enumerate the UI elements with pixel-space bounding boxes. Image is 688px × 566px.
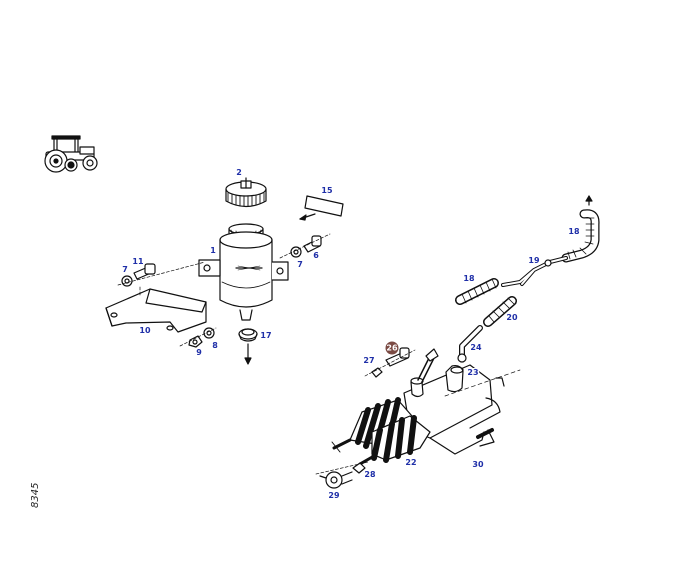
callout-10[interactable]: 10 [138,326,152,336]
hose-assembly [455,195,600,327]
mounting-bracket [105,285,207,333]
reservoir-cap [225,177,267,208]
drawing-number-text: 8345 [30,482,41,508]
nut-and-washer [179,327,217,348]
drawing-number: 8345 [16,483,41,508]
callout-28[interactable]: 28 [363,470,377,480]
callout-17[interactable]: 17 [259,331,273,341]
callout-23[interactable]: 23 [466,368,480,378]
callout-8[interactable]: 8 [211,341,219,351]
callout-11[interactable]: 11 [131,257,145,267]
callout-26-highlighted[interactable]: 26 [385,341,399,355]
dust-boots [331,397,431,466]
angle-fitting [457,325,483,363]
callout-9[interactable]: 9 [195,348,203,358]
callout-18-lower[interactable]: 18 [462,274,476,284]
bolt-and-washer-right [279,233,331,259]
callout-27[interactable]: 27 [362,356,376,366]
callout-6[interactable]: 6 [312,251,320,261]
tractor-icon [44,135,98,173]
master-cylinder [403,348,521,455]
callout-1[interactable]: 1 [209,246,217,256]
callout-7-right[interactable]: 7 [296,260,304,270]
callout-2[interactable]: 2 [235,168,243,178]
callout-7-left[interactable]: 7 [121,265,129,275]
fluid-reservoir [198,223,289,321]
grommet [238,328,258,365]
bolt-and-washer-left [117,261,206,287]
callout-30[interactable]: 30 [471,460,485,470]
bleed-bolt [364,347,416,378]
callout-29[interactable]: 29 [327,491,341,501]
callout-18-upper[interactable]: 18 [567,227,581,237]
callout-15[interactable]: 15 [320,186,334,196]
callout-24[interactable]: 24 [469,343,483,353]
callout-22[interactable]: 22 [404,458,418,468]
label-plate [299,195,344,221]
clevis-and-nut [315,461,369,489]
callout-19[interactable]: 19 [527,256,541,266]
callout-20[interactable]: 20 [505,313,519,323]
